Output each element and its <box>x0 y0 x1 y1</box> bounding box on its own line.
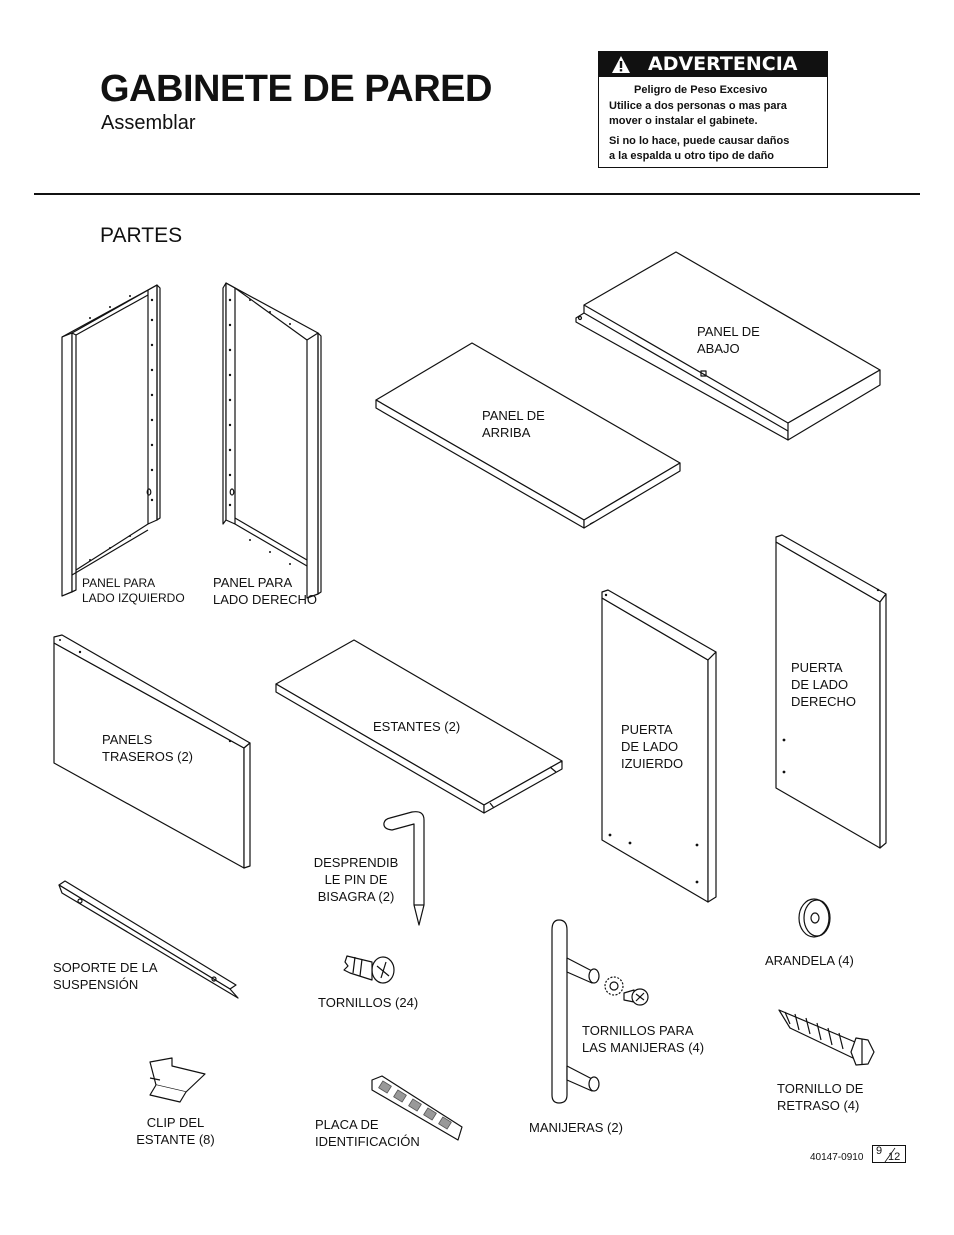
left-side-panel-drawing <box>61 284 161 597</box>
screws-label: TORNILLOS (24) <box>318 995 419 1010</box>
shelves-label: ESTANTES (2) <box>373 719 461 734</box>
warning-line: Si no lo hace, puede causar daños <box>609 135 790 147</box>
right-door-drawing <box>775 534 887 849</box>
warning-line: mover o instalar el gabinete. <box>609 115 758 127</box>
warning-line: Peligro de Peso Excesivo <box>634 84 768 96</box>
page-current: 9 <box>876 1145 883 1157</box>
back-panels-label: PANELS TRASEROS (2) <box>102 732 194 764</box>
top-panel-label: PANEL DE ARRIBA <box>482 408 545 440</box>
page-title: GABINETE DE PARED <box>100 68 492 110</box>
header-divider <box>34 193 920 195</box>
right-door-label: PUERTA DE LADO DERECHO <box>791 660 857 709</box>
lag-screw-label: TORNILLO DE RETRASO (4) <box>777 1081 864 1113</box>
warning-icon <box>612 56 630 73</box>
page-total: 12 <box>888 1151 901 1163</box>
hanger-bracket-drawing <box>58 880 239 999</box>
handle-screws-label: TORNILLOS PARA LAS MANIJERAS (4) <box>582 1023 705 1055</box>
washer-label: ARANDELA (4) <box>765 953 854 968</box>
id-plate-label: PLACA DE IDENTIFICACIÓN <box>315 1117 420 1149</box>
warning-header: ADVERTENCIA <box>599 52 827 77</box>
shelf-drawing <box>275 639 563 814</box>
lag-screw-drawing <box>778 1009 875 1066</box>
right-side-panel-label: PANEL PARA LADO DERECHO <box>213 575 318 607</box>
left-side-panel-label: PANEL PARA LADO IZQUIERDO <box>82 576 185 605</box>
left-door-label: PUERTA DE LADO IZUIERDO <box>621 722 684 771</box>
page-subtitle: Assemblar <box>101 112 196 134</box>
handle-drawing <box>551 919 600 1104</box>
top-panel-drawing <box>375 342 681 529</box>
warning-line: a la espalda u otro tipo de daño <box>609 150 775 162</box>
right-side-panel-drawing <box>222 282 322 599</box>
warning-line: Utilice a dos personas o mas para <box>609 100 787 112</box>
bottom-panel-label: PANEL DE ABAJO <box>697 324 760 356</box>
id-plate-drawing <box>371 1075 463 1141</box>
document-code: 40147-0910 <box>810 1152 864 1163</box>
warning-heading: ADVERTENCIA <box>648 53 798 75</box>
warning-box: ADVERTENCIA Peligro de Peso Excesivo Uti… <box>598 51 828 168</box>
hinge-pin-drawing <box>383 811 425 926</box>
washer-drawing <box>798 898 831 938</box>
hanger-label: SOPORTE DE LA SUSPENSIÓN <box>53 960 158 992</box>
back-panel-drawing <box>53 634 251 869</box>
handles-label: MANIJERAS (2) <box>529 1120 623 1135</box>
handle-screw-drawing <box>604 976 649 1006</box>
screw-drawing <box>343 955 395 984</box>
shelf-clip-label: CLIP DEL ESTANTE (8) <box>136 1115 215 1147</box>
page-number: 9 12 <box>872 1145 906 1163</box>
shelf-clip-drawing <box>149 1057 206 1103</box>
bottom-panel-drawing <box>575 251 881 441</box>
hinge-pin-label: DESPRENDIB LE PIN DE BISAGRA (2) <box>313 855 399 904</box>
section-title: PARTES <box>100 224 183 247</box>
left-door-drawing <box>601 589 717 903</box>
